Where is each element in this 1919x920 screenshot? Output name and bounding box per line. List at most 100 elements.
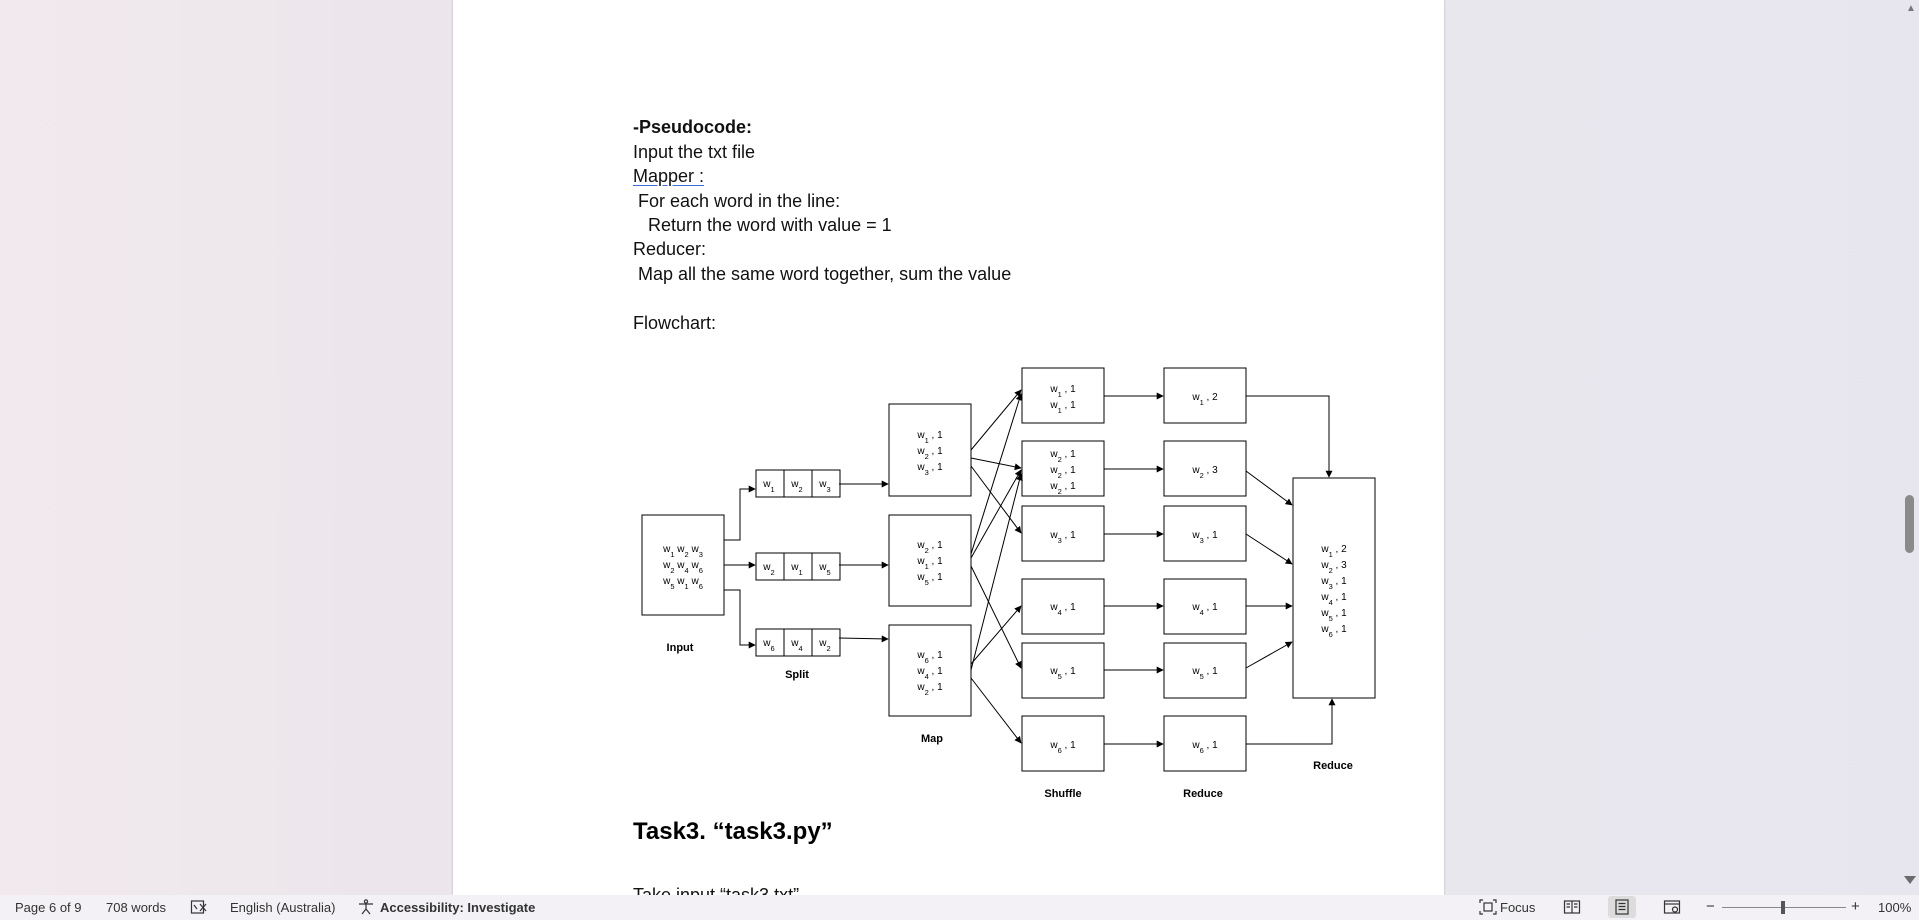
final-text-line: w6 , 1 [1320,624,1347,639]
map-text-line: w4 , 1 [916,666,943,681]
focus-button[interactable]: Focus [1500,900,1536,915]
reduce-box-w5 [1163,642,1247,699]
flowchart-label: Flowchart: [633,313,717,333]
final-text-line: w4 , 1 [1320,592,1347,607]
final-reduce-box [1292,477,1376,699]
shuffle-box-w1 [1021,367,1105,424]
arrow-reduce-final-w2 [1245,470,1293,506]
input-row: w2 w4 w6 [662,560,703,575]
split-cell-label: w1 [790,562,802,577]
accessibility-icon[interactable] [357,899,375,918]
input-row: w1 w2 w3 [662,544,703,559]
language-indicator[interactable]: English (Australia) [230,900,336,915]
final-text-line: w1 , 2 [1320,544,1347,559]
shuffle-text-line: w5 , 1 [1049,666,1076,681]
mapper-label: Mapper : [633,166,705,186]
arrow-map3-shuffle-w4 [970,605,1022,665]
map-text-line: w3 , 1 [916,462,943,477]
map-text-line: w6 , 1 [916,650,943,665]
arrow-reduce-final-w3 [1245,533,1293,565]
arrow-input-split-3 [724,589,756,649]
vertical-scrollbar[interactable]: ▲ [1900,0,1919,895]
task3-heading: Task3. “task3.py” [633,818,833,845]
arrow-map1-shuffle-w1 [970,389,1022,451]
reduce-text-line: w6 , 1 [1191,740,1218,755]
arrow-input-split-1 [724,485,756,541]
split-cell-label: w2 [762,562,774,577]
arrow-map3-shuffle-w6 [970,677,1022,744]
mapper-step-1: For each word in the line: [633,191,841,211]
map-text-line: w2 , 1 [916,682,943,697]
reduce-text-line: w1 , 2 [1191,392,1218,407]
split-cell [811,552,841,581]
label-map: Map [921,733,943,745]
map-box-3 [888,624,972,717]
label-shuffle: Shuffle [1044,788,1081,800]
reduce-box-w3 [1163,505,1247,562]
reducer-step-1: Map all the same word together, sum the … [633,264,1012,284]
zoom-in-button[interactable]: + [1851,898,1860,915]
shuffle-text-line: w4 , 1 [1049,602,1076,617]
print-layout-icon[interactable] [1608,896,1636,918]
zoom-level[interactable]: 100% [1878,900,1912,915]
focus-icon[interactable] [1479,899,1497,918]
shuffle-text-line: w6 , 1 [1049,740,1076,755]
scroll-down-icon[interactable] [1904,876,1916,884]
arrow-map1-shuffle-w2 [970,457,1022,471]
final-text-line: w3 , 1 [1320,576,1347,591]
arrow-map2-shuffle-w2 [970,469,1022,559]
split-cell-label: w1 [762,479,774,494]
map-text-line: w5 , 1 [916,572,943,587]
web-layout-icon[interactable] [1663,899,1681,918]
arrow-map3-shuffle-w2 [970,473,1023,671]
arrow-map1-shuffle-w3 [970,465,1022,534]
word-count[interactable]: 708 words [106,900,166,915]
shuffle-text-line: w2 , 1 [1049,449,1076,464]
arrow-split-map-3 [838,635,889,643]
split-cell-label: w5 [818,562,830,577]
shuffle-text-line: w1 , 1 [1049,400,1076,415]
zoom-slider-thumb[interactable] [1781,901,1785,914]
proofing-icon[interactable] [190,899,208,918]
mapper-step-2: Return the word with value = 1 [633,215,892,235]
label-split: Split [785,669,809,681]
split-cell-label: w4 [790,638,802,653]
map-text-line: w2 , 1 [916,540,943,555]
accessibility-status[interactable]: Accessibility: Investigate [380,900,536,915]
split-cell-label: w2 [790,479,802,494]
split-cell-label: w2 [818,638,830,653]
read-mode-icon[interactable] [1563,899,1581,918]
final-text-line: w5 , 1 [1320,608,1347,623]
reduce-text-line: w5 , 1 [1191,666,1218,681]
reduce-text-line: w3 , 1 [1191,530,1218,545]
map-box-2 [888,514,972,607]
document-page[interactable]: -Pseudocode: Input the txt file Mapper :… [453,0,1444,895]
input-line: Input the txt file [633,142,756,162]
label-reduce-final: Reduce [1313,760,1353,772]
zoom-out-button[interactable]: − [1706,898,1715,915]
pseudocode-heading: -Pseudocode: [633,117,753,137]
final-text-line: w2 , 3 [1320,560,1347,575]
reduce-box-w2 [1163,440,1247,497]
label-reduce-column: Reduce [1183,788,1223,800]
status-bar: Page 6 of 9 708 words English (Australia… [0,895,1919,920]
shuffle-text-line: w1 , 1 [1049,384,1076,399]
arrow-map2-shuffle-w1 [970,393,1023,555]
page-counter[interactable]: Page 6 of 9 [15,900,82,915]
arrow-map2-shuffle-w5 [970,565,1022,669]
reduce-text-line: w4 , 1 [1191,602,1218,617]
scroll-thumb[interactable] [1905,495,1914,553]
map-text-line: w1 , 1 [916,430,943,445]
arrow-reduce-final-w1 [1246,395,1333,478]
arrow-reduce-final-w5 [1245,641,1293,669]
scroll-up-icon[interactable]: ▲ [1906,3,1916,14]
input-row: w5 w1 w6 [662,576,703,591]
arrow-reduce-final-w6 [1246,698,1336,745]
split-cell [811,628,841,657]
reduce-text-line: w2 , 3 [1191,465,1218,480]
map-text-line: w1 , 1 [916,556,943,571]
split-cell-label: w3 [818,479,830,494]
reducer-label: Reducer: [633,239,707,259]
cut-off-line: Take input “task3.txt” [633,885,800,895]
